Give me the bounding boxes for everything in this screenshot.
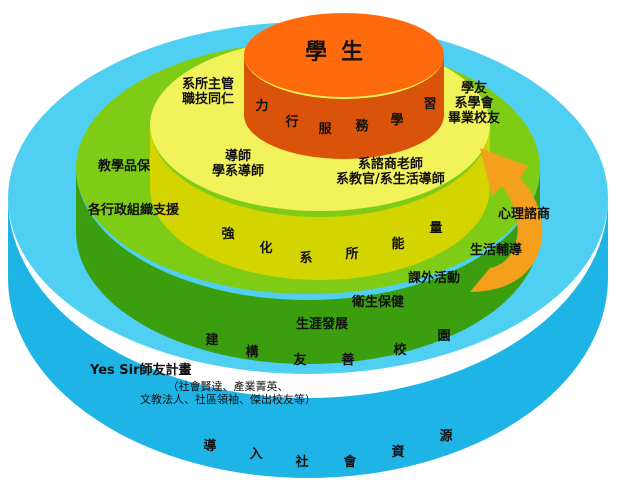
green-band-char: 善 bbox=[341, 352, 354, 368]
blue-band-char: 源 bbox=[439, 428, 452, 444]
yellow-band-char: 能 bbox=[391, 236, 404, 252]
outer-ring-side bbox=[8, 198, 608, 478]
health-label: 衛生保健 bbox=[352, 295, 405, 310]
counseling-label: 心理諮商 bbox=[498, 207, 551, 222]
blue-band-char: 資 bbox=[391, 444, 404, 460]
core-band-char: 力 bbox=[255, 98, 268, 114]
dept-heads-label: 系所主管職技同仁 bbox=[182, 77, 235, 107]
core-band-char: 學 bbox=[390, 112, 403, 128]
yellow-band-char: 系 bbox=[299, 250, 312, 266]
core-top bbox=[244, 13, 444, 97]
admin-support-label: 各行政組織支援 bbox=[88, 203, 180, 218]
mentors-label: 導師學系導師 bbox=[212, 149, 265, 179]
yes-sir-detail: （社會賢達、產業菁英、文教法人、社區領袖、傑出校友等） bbox=[140, 380, 316, 406]
core-band-char: 務 bbox=[355, 118, 369, 134]
core-side bbox=[244, 55, 444, 159]
green-band-text: 建構友 善 校 園 bbox=[205, 328, 450, 368]
yes-sir-title: Yes Sir師友計畫 bbox=[90, 363, 192, 378]
yellow-ring-side bbox=[150, 125, 490, 280]
life-guidance-label: 生活輔導 bbox=[470, 243, 523, 258]
yellow-band-char: 化 bbox=[259, 240, 272, 256]
blue-band-char: 社 bbox=[294, 454, 308, 470]
yellow-band-char: 量 bbox=[429, 221, 442, 236]
core-band-char: 習 bbox=[423, 97, 436, 112]
green-ring-side bbox=[76, 168, 540, 364]
teaching-quality-label: 教學品保 bbox=[98, 159, 151, 174]
core-band-char: 服 bbox=[318, 122, 332, 137]
extracurricular-label: 課外活動 bbox=[408, 271, 461, 286]
core-band-char: 行 bbox=[284, 114, 298, 130]
green-band-char: 建 bbox=[205, 332, 218, 348]
yellow-band-text: 強化系 所 能 量 bbox=[221, 221, 442, 266]
green-band-char: 校 bbox=[393, 342, 407, 358]
green-band-char: 友 bbox=[293, 352, 306, 368]
cycle-arrow bbox=[470, 148, 543, 292]
blue-band-char: 導 bbox=[203, 438, 216, 454]
yellow-band-char: 所 bbox=[345, 246, 358, 262]
blue-band-char: 入 bbox=[249, 447, 262, 462]
blue-band-char: 會 bbox=[343, 454, 357, 470]
core-title: 學生 bbox=[305, 40, 378, 65]
green-band-char: 構 bbox=[245, 344, 258, 360]
career-label: 生涯發展 bbox=[296, 317, 349, 332]
alumni-label: 學友系學會畢業校友 bbox=[448, 81, 501, 126]
core-band-text: 力行服 務 學 習 bbox=[255, 97, 436, 137]
yellow-band-char: 強 bbox=[221, 226, 234, 242]
blue-band-text: 導入 社 會 資 源 bbox=[203, 428, 452, 470]
green-band-char: 園 bbox=[437, 328, 450, 344]
counselors-label: 系諮商老師系教官/系生活導師 bbox=[336, 157, 445, 187]
